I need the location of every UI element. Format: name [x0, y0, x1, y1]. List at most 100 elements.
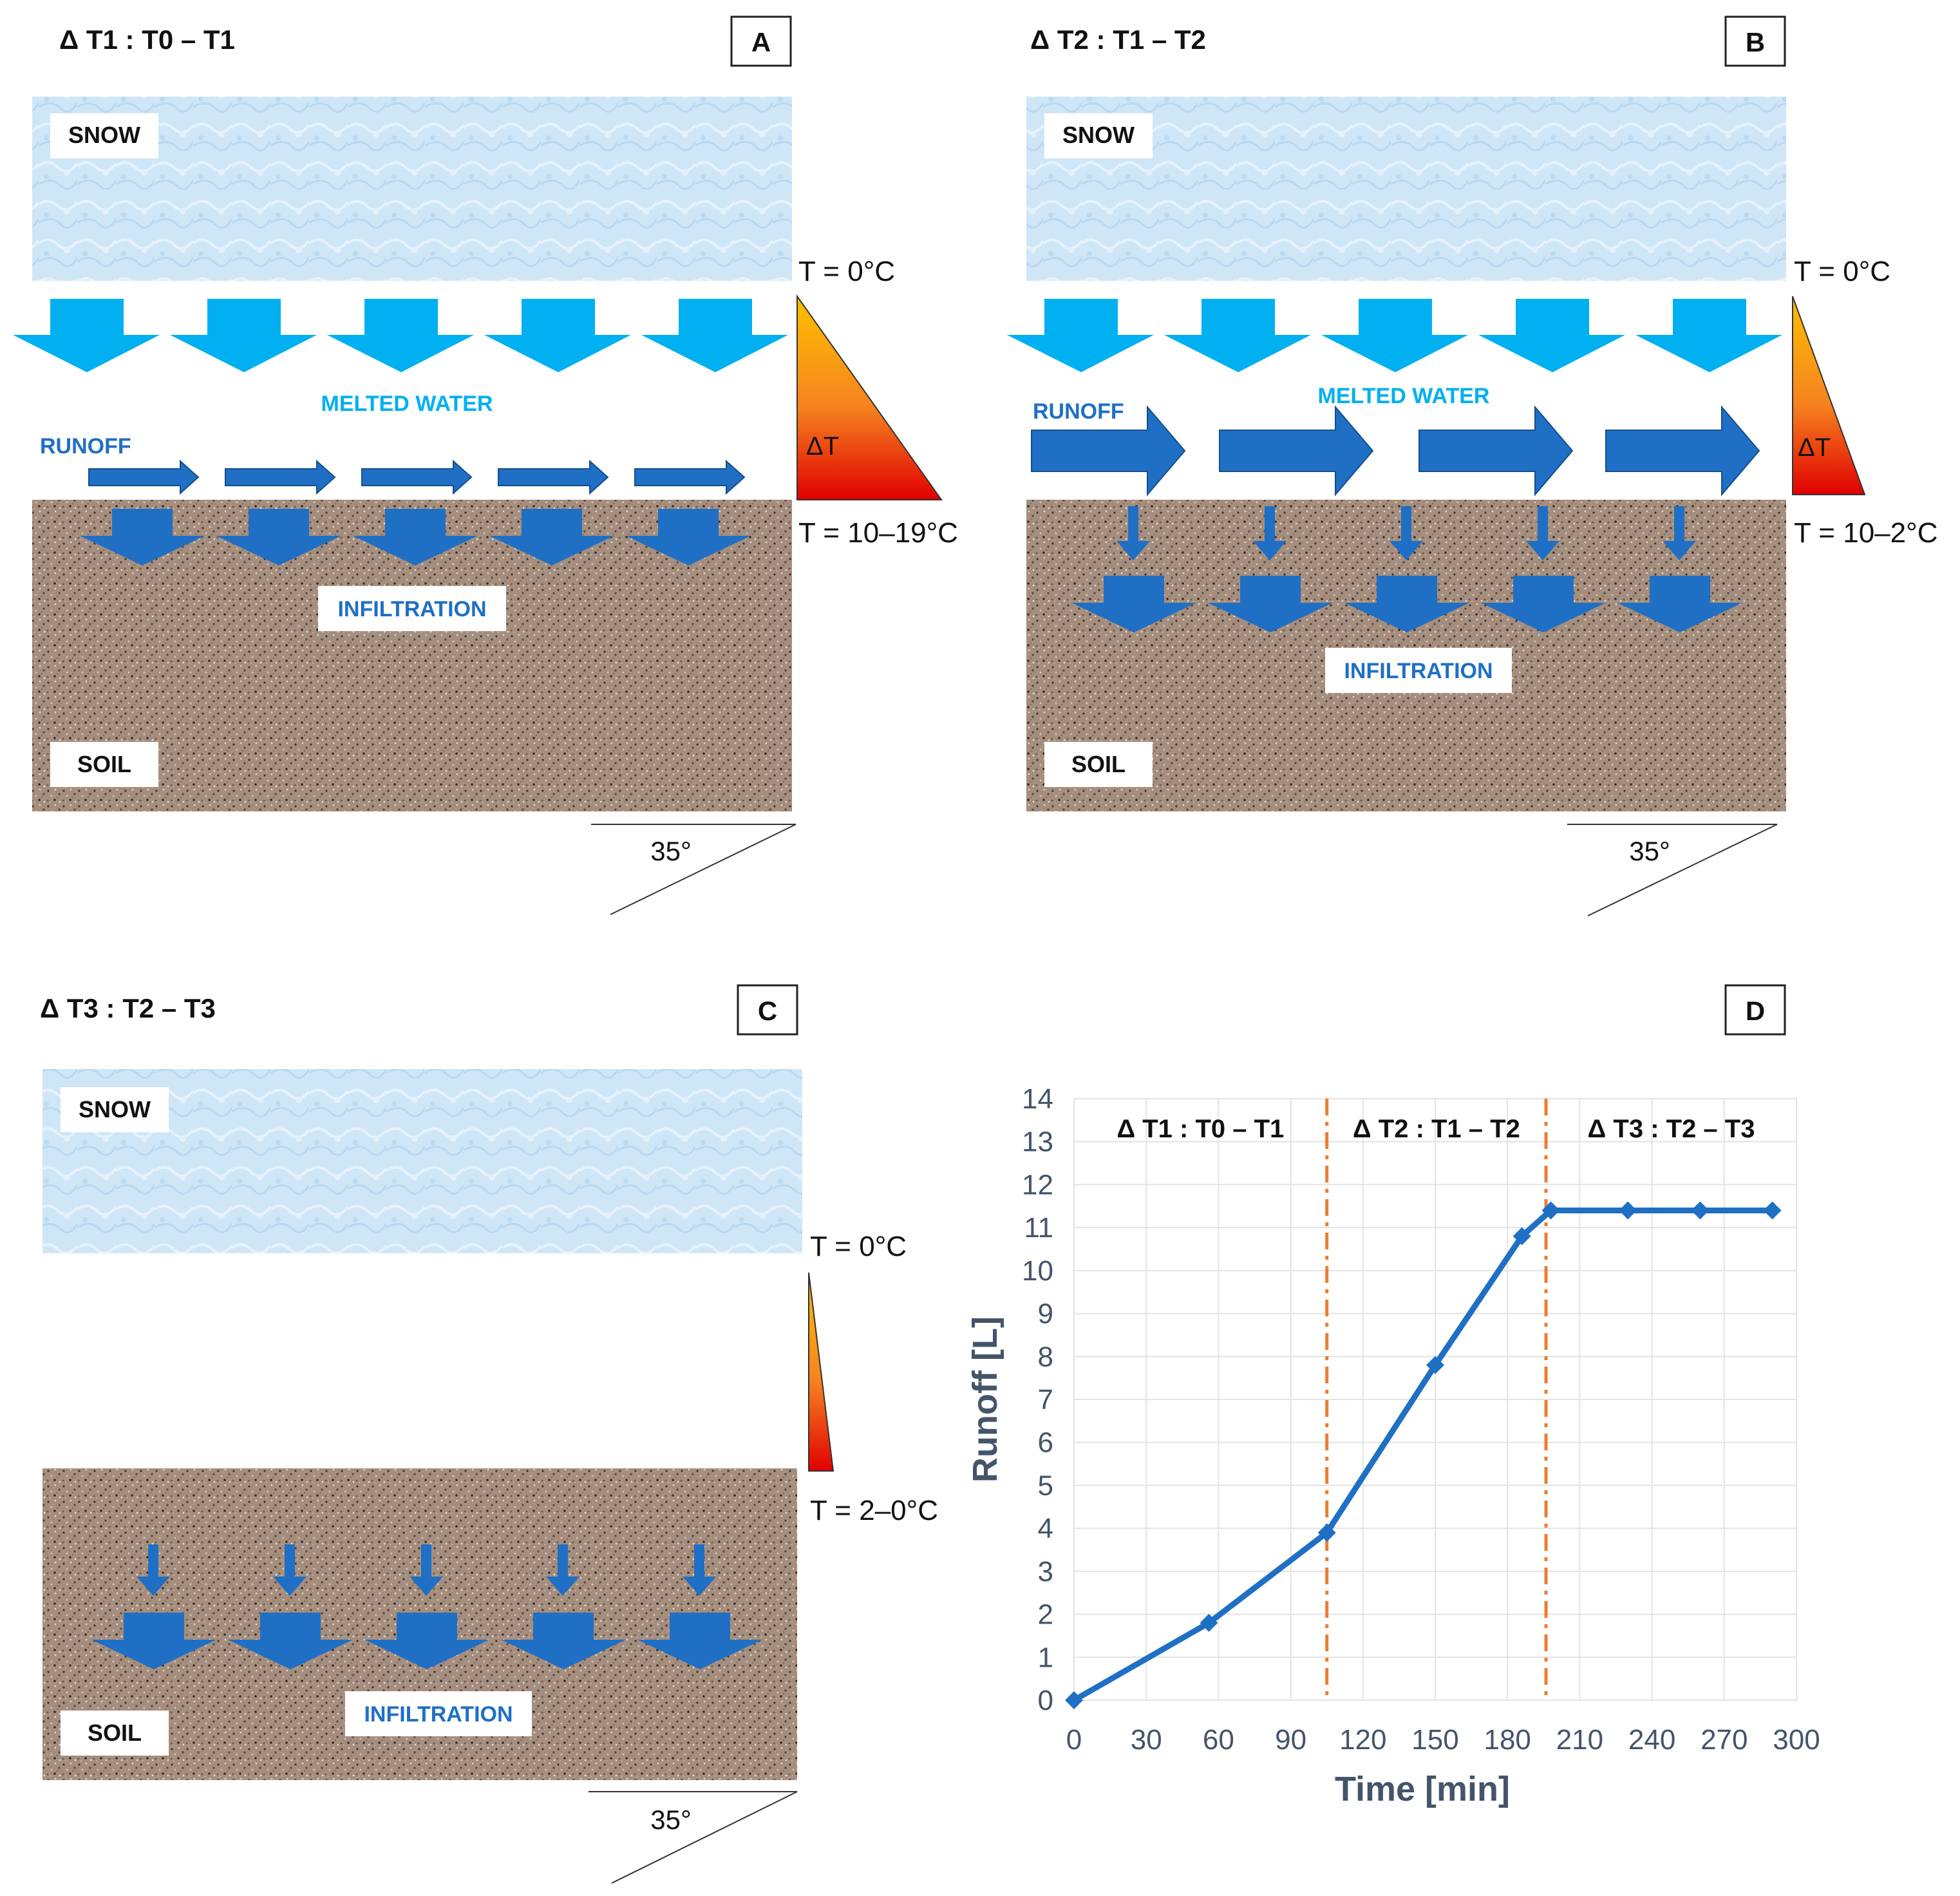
runoff-arrow — [634, 459, 746, 495]
small-infiltration-arrow — [137, 1544, 170, 1596]
x-tick-label: 210 — [1556, 1724, 1603, 1756]
infiltration-arrows — [80, 509, 751, 565]
infiltration-arrow — [216, 509, 341, 565]
runoff-arrow — [1605, 405, 1760, 497]
melt-arrows — [1007, 299, 1782, 372]
x-tick-label: 120 — [1339, 1724, 1386, 1756]
data-point-marker — [1691, 1201, 1710, 1220]
soil-label: SOIL — [88, 1720, 142, 1746]
runoff-arrow — [225, 459, 336, 495]
temperature-gradient-triangle — [808, 1272, 834, 1472]
soil-label-box — [50, 742, 158, 787]
data-point-marker — [1619, 1201, 1637, 1220]
melted-water-label: MELTED WATER — [321, 392, 493, 416]
y-tick-label: 7 — [1038, 1384, 1053, 1416]
panel-b-letter: B — [1746, 27, 1765, 57]
soil-label-box — [61, 1711, 169, 1756]
y-tick-label: 1 — [1038, 1642, 1053, 1673]
panel-c-title: Δ T3 : T2 – T3 — [40, 993, 216, 1023]
panel-c-letter: C — [758, 996, 777, 1026]
x-tick-label: 90 — [1275, 1724, 1306, 1756]
slope-label: 35° — [650, 1805, 692, 1835]
temp-bottom-label: T = 10–19°C — [798, 517, 958, 549]
infiltration-arrow — [637, 1613, 762, 1669]
small-infiltration-arrow — [1390, 506, 1423, 560]
infiltration-arrow — [228, 1613, 353, 1669]
x-tick-label: 300 — [1773, 1724, 1820, 1756]
melt-arrow — [1321, 299, 1468, 372]
infiltration-label: INFILTRATION — [1344, 659, 1493, 683]
snow-label: SNOW — [79, 1096, 151, 1123]
snow-layer — [32, 97, 792, 281]
infiltration-label-box — [1325, 648, 1512, 693]
data-point-marker — [1512, 1227, 1531, 1246]
panel-b-letter-box — [1724, 15, 1786, 67]
infiltration-arrows — [91, 1613, 762, 1669]
temp-top-label: T = 0°C — [1794, 256, 1890, 287]
small-infiltration-arrow — [1253, 506, 1286, 560]
infiltration-label: INFILTRATION — [364, 1702, 513, 1727]
temp-bottom-label: T = 2–0°C — [810, 1495, 938, 1526]
slope-label: 35° — [1629, 836, 1670, 866]
snow-label: SNOW — [1062, 122, 1135, 148]
data-point-marker — [1200, 1613, 1218, 1632]
infiltration-arrow — [80, 509, 205, 565]
data-point-marker — [1065, 1691, 1083, 1709]
data-point-marker — [1317, 1523, 1336, 1542]
small-infiltration-arrow — [683, 1544, 716, 1596]
runoff-label: RUNOFF — [40, 434, 131, 459]
panel-a-letter: A — [751, 27, 771, 57]
infiltration-label-box — [318, 586, 506, 631]
panel-d-letter-box — [1724, 984, 1786, 1036]
melt-arrow — [641, 299, 788, 372]
runoff-arrow — [1219, 405, 1374, 497]
panel-a-title: Δ T1 : T0 – T1 — [59, 24, 235, 55]
temp-top-label: T = 0°C — [810, 1231, 907, 1262]
x-tick-label: 0 — [1066, 1724, 1082, 1756]
phase-label: Δ T3 : T2 – T3 — [1588, 1115, 1755, 1143]
slope-indicator — [1567, 824, 1778, 916]
infiltration-arrows — [1071, 576, 1742, 632]
infiltration-arrow — [364, 1613, 489, 1669]
slope-indicator — [589, 1791, 798, 1884]
x-tick-label: 30 — [1131, 1724, 1162, 1756]
melt-arrows — [13, 299, 788, 372]
y-tick-label: 14 — [1022, 1083, 1053, 1115]
y-axis-title: Runoff [L] — [966, 1316, 1004, 1483]
small-infiltration-arrow — [410, 1544, 443, 1596]
panel-a-letter-box — [730, 15, 792, 67]
soil-label: SOIL — [77, 751, 131, 777]
small-infiltration-arrow — [273, 1544, 306, 1596]
snow-label-box — [50, 113, 158, 158]
delta-t-label: ΔT — [1798, 433, 1831, 462]
slope-indicator — [591, 824, 796, 915]
y-tick-label: 10 — [1022, 1255, 1053, 1287]
melt-arrow — [484, 299, 631, 372]
temp-bottom-label: T = 10–2°C — [1794, 517, 1937, 549]
infiltration-arrow — [489, 509, 614, 565]
panel-d-letter: D — [1746, 996, 1765, 1026]
infiltration-label: INFILTRATION — [337, 597, 486, 621]
temperature-gradient-triangle — [1792, 296, 1866, 495]
x-tick-label: 150 — [1411, 1724, 1458, 1756]
y-tick-label: 0 — [1038, 1685, 1053, 1716]
y-tick-label: 2 — [1038, 1599, 1053, 1631]
snow-layer — [1026, 97, 1786, 281]
x-tick-label: 60 — [1203, 1724, 1234, 1756]
melted-water-label: MELTED WATER — [1318, 384, 1490, 408]
phase-label: Δ T2 : T1 – T2 — [1353, 1115, 1520, 1143]
y-tick-label: 4 — [1038, 1513, 1053, 1544]
runoff-arrow — [1031, 405, 1186, 497]
y-tick-label: 13 — [1022, 1126, 1053, 1158]
y-tick-label: 8 — [1038, 1341, 1053, 1372]
infiltration-arrow — [1481, 576, 1606, 632]
infiltration-label-box — [345, 1691, 532, 1736]
small-infiltration-arrows — [1117, 506, 1696, 560]
snow-label: SNOW — [68, 122, 140, 148]
melt-arrow — [13, 299, 160, 372]
phase-label: Δ T1 : T0 – T1 — [1117, 1115, 1284, 1143]
runoff-arrow — [498, 459, 609, 495]
panel-b-title: Δ T2 : T1 – T2 — [1030, 24, 1206, 55]
